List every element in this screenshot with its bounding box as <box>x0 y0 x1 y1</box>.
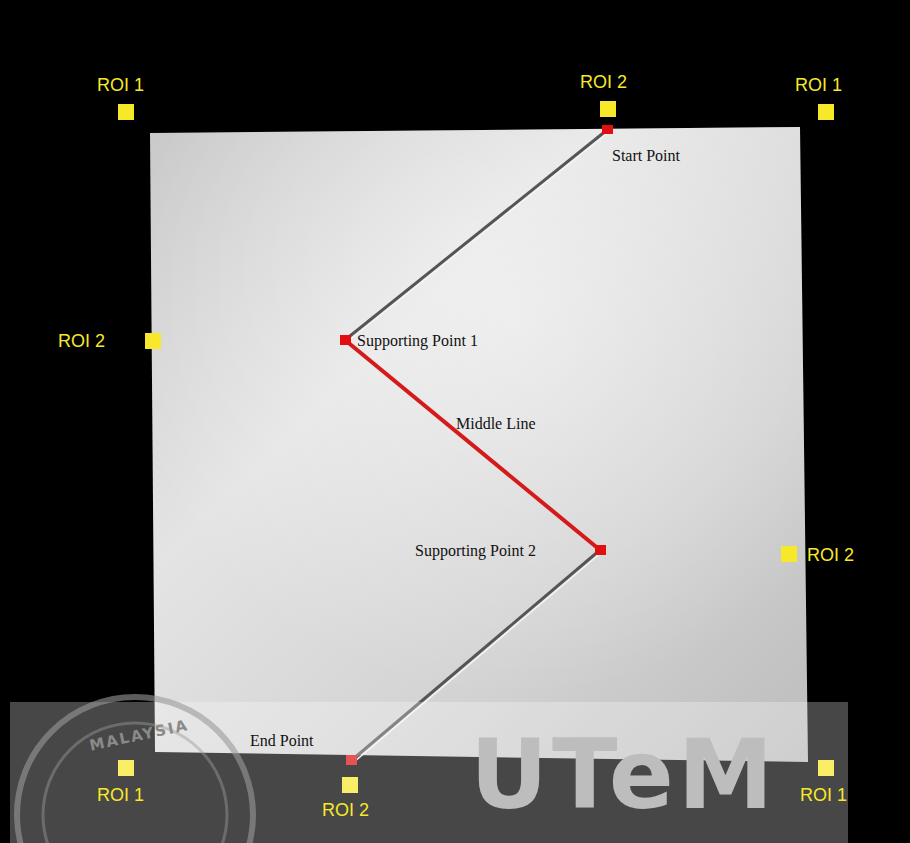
paper-shine <box>150 127 808 762</box>
fold-crease <box>345 130 607 340</box>
watermark-text: MALAYSIA <box>88 717 191 755</box>
roi-markers <box>118 101 834 793</box>
roi-label: ROI 2 <box>580 72 627 93</box>
roi-square <box>118 104 134 120</box>
roi-square <box>145 333 161 349</box>
roi-label: ROI 2 <box>322 800 369 821</box>
roi-square <box>818 104 834 120</box>
roi-label: ROI 2 <box>807 545 854 566</box>
paper-sheet <box>150 127 808 762</box>
fold-highlight <box>347 132 609 342</box>
line-label: Middle Line <box>456 415 536 433</box>
middle-line <box>345 340 600 550</box>
roi-square <box>781 546 797 562</box>
roi-label: ROI 1 <box>800 785 847 806</box>
watermark-text: UTeM <box>470 720 777 830</box>
roi-label: ROI 2 <box>58 331 105 352</box>
point-label: Start Point <box>612 147 680 165</box>
watermark-ring <box>17 697 253 843</box>
point-label: Supporting Point 1 <box>357 332 478 350</box>
point-label: End Point <box>250 732 314 750</box>
roi-square <box>600 101 616 117</box>
roi-label: ROI 1 <box>97 785 144 806</box>
support-point-marker <box>340 335 351 345</box>
roi-label: ROI 1 <box>795 75 842 96</box>
support-point-marker <box>595 545 606 555</box>
roi-label: ROI 1 <box>97 75 144 96</box>
point-label: Supporting Point 2 <box>415 542 536 560</box>
start-point-marker <box>602 125 613 134</box>
